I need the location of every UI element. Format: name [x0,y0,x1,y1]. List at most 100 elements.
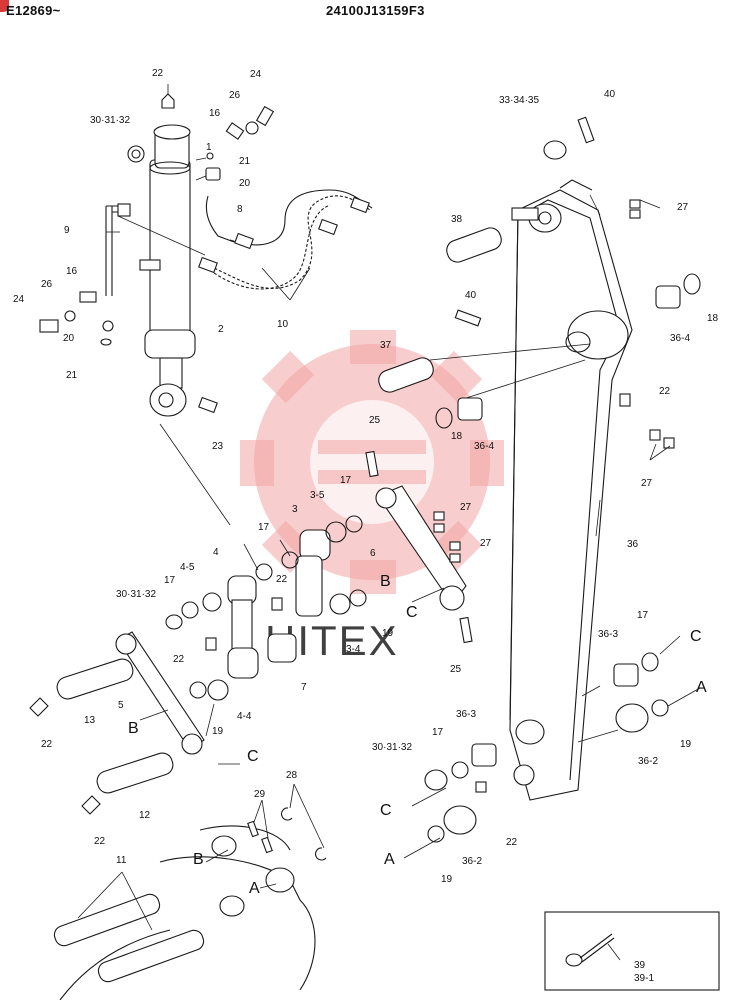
arm-link-assembly [255,450,473,644]
callout: 36-3 [598,629,618,640]
callout: 22 [659,386,671,397]
callout: 16 [66,266,78,277]
arm-body [429,179,633,801]
callout: 26 [41,279,53,290]
callout: 20 [239,178,251,189]
callout: 18 [451,431,463,442]
callout: 22 [173,654,185,665]
part-code-label: 24100J13159F3 [326,3,425,18]
callout: 13 [84,715,96,726]
cotter-pin-inset [544,911,720,991]
callout: 24 [13,294,25,305]
callout: 19 [212,726,224,737]
callout: 25 [450,664,462,675]
callout: 21 [239,156,251,167]
callout: 4-5 [180,562,195,573]
callout: 12 [139,810,151,821]
serial-range-label: E12869~ [6,3,61,18]
callout: 39 [634,960,646,971]
callout: 26 [229,90,241,101]
callout: 10 [277,319,289,330]
callout: 2 [218,324,224,335]
callout: 4-4 [237,711,252,722]
callout: 17 [258,522,270,533]
callout: 5 [118,700,124,711]
steel-pipe-and-fittings [39,203,231,526]
callout: 36-2 [638,756,658,767]
callout: 29 [254,789,266,800]
callout: 6 [370,548,376,559]
callout: A [384,851,395,868]
callout: 39-1 [634,973,654,984]
callout: 36-3 [456,709,476,720]
callout: A [249,880,260,897]
callout: 38 [451,214,463,225]
callout: 23 [212,441,224,452]
callout: 8 [237,204,243,215]
callout: C [406,604,418,621]
arm-cylinder [144,124,196,417]
callout: 17 [637,610,649,621]
callout: 19 [382,628,394,639]
callout: C [690,628,702,645]
callout: 17 [164,575,176,586]
callout: A [696,679,707,696]
callout: 22 [41,739,53,750]
callout: 22 [94,836,106,847]
callout: 27 [641,478,653,489]
callout: 30·31·32 [90,115,130,126]
callout: B [193,851,204,868]
callout: 19 [441,874,453,885]
callout: 3 [292,504,298,515]
callout: 18 [707,313,719,324]
callout: B [380,573,391,590]
callout: 27 [480,538,492,549]
callout: B [128,720,139,737]
callout: C [380,802,392,819]
arm-bottom-bushings [424,652,669,843]
callout-labels: 22 24 26 16 30·31·32 1 21 20 8 9 16 26 2… [13,68,719,984]
callout: 25 [369,415,381,426]
callout: 17 [432,727,444,738]
link-5-and-pins [29,631,205,815]
callout: 7 [301,682,307,693]
callout: 20 [63,333,75,344]
callout: 36-4 [474,441,494,452]
callout: 30·31·32 [116,589,156,600]
arm-pins-and-bushings [378,116,701,449]
callout: 36-4 [670,333,690,344]
callout: 11 [116,855,127,866]
callout: 19 [680,739,692,750]
callout: 22 [276,574,288,585]
callout: 3-5 [310,490,325,501]
callout: 3-4 [346,644,361,655]
cylinder-top-fittings [127,84,275,243]
callout: 28 [286,770,298,781]
callout: 36-2 [462,856,482,867]
callout: 16 [209,108,221,119]
callout: 1 [206,142,212,153]
callout: 22 [506,837,518,848]
callout: 40 [465,290,477,301]
callout: 9 [64,225,70,236]
link-4 [165,575,297,701]
bucket-bracket [53,807,327,1000]
callout: 27 [460,502,472,513]
callout: 33·34·35 [499,95,539,106]
callout: 22 [152,68,164,79]
callout: 30·31·32 [372,742,412,753]
leader-lines [77,157,701,961]
callout: 36 [627,539,639,550]
callout: 27 [677,202,689,213]
callout: 40 [604,89,616,100]
callout: 21 [66,370,78,381]
callout: C [247,748,259,765]
callout: 37 [380,340,392,351]
callout: 17 [340,475,352,486]
hydraulic-hoses [198,189,373,290]
corner-tab-marker [0,0,9,12]
callout: 24 [250,69,262,80]
callout: 4 [213,547,219,558]
